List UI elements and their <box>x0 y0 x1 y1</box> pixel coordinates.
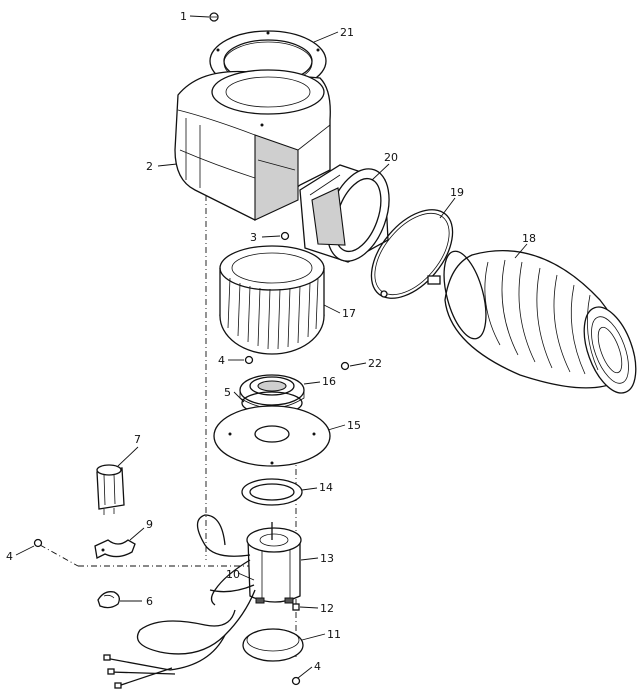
part-2-blower-housing <box>174 69 331 221</box>
part-13-motor <box>246 522 302 604</box>
part-15-mounting-plate <box>213 405 331 467</box>
label-part-4a: 4 <box>218 354 225 367</box>
label-part-11: 11 <box>327 628 341 641</box>
part-7-capacitor <box>96 464 125 515</box>
part-18-flexible-duct <box>443 250 637 394</box>
label-part-3: 3 <box>250 231 257 244</box>
label-part-15: 15 <box>347 419 361 432</box>
label-part-2: 2 <box>146 160 153 173</box>
part-3-screw <box>280 231 290 241</box>
label-part-16: 16 <box>322 375 336 388</box>
part-4-screw-upper <box>244 355 254 365</box>
part-4-screw-bottom <box>291 676 301 686</box>
label-part-10: 10 <box>226 568 240 581</box>
label-part-18: 18 <box>522 232 536 245</box>
part-11-bottom-cover-ring <box>242 628 304 662</box>
label-part-5: 5 <box>224 386 231 399</box>
part-12-screw <box>292 603 300 611</box>
label-part-13: 13 <box>320 552 334 565</box>
label-part-22: 22 <box>368 357 382 370</box>
part-16-hub-ring <box>239 374 305 409</box>
part-1-screw <box>209 12 219 22</box>
part-22-screw <box>340 361 350 371</box>
label-part-20: 20 <box>384 151 398 164</box>
label-part-4c: 4 <box>314 660 321 673</box>
part-labels: 1 21 2 20 19 3 18 17 4 22 16 5 15 7 14 9… <box>6 10 536 673</box>
part-6-clip <box>97 591 120 609</box>
alignment-lines <box>39 195 297 660</box>
label-part-19: 19 <box>450 186 464 199</box>
part-9-bracket <box>94 539 136 559</box>
part-14-gasket-ring <box>241 478 303 506</box>
label-part-14: 14 <box>319 481 333 494</box>
label-part-7: 7 <box>134 433 141 446</box>
label-part-12: 12 <box>320 602 334 615</box>
label-part-4b: 4 <box>6 550 13 563</box>
part-4-screw-left <box>33 538 43 548</box>
part-20-outlet-collar <box>299 164 390 263</box>
leader-lines <box>15 15 528 679</box>
part-10-wiring <box>103 514 256 689</box>
label-part-17: 17 <box>342 307 356 320</box>
label-part-9: 9 <box>146 518 153 531</box>
label-part-1: 1 <box>180 10 187 23</box>
label-part-21: 21 <box>340 26 354 39</box>
part-19-hose-clamp <box>370 209 454 299</box>
part-17-blower-wheel <box>219 245 325 355</box>
label-part-6: 6 <box>146 595 153 608</box>
